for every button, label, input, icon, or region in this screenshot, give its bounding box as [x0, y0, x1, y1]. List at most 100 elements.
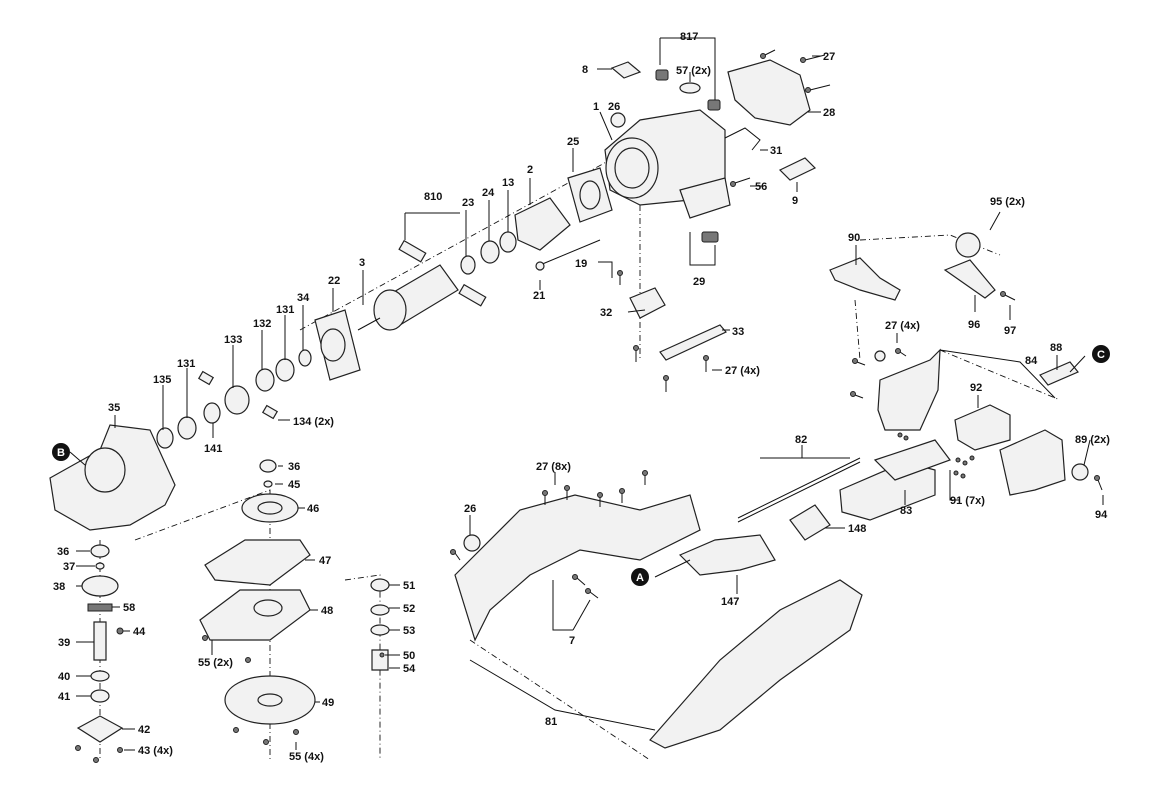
- label-48: 48: [321, 605, 333, 617]
- callout-a: A: [631, 568, 649, 586]
- label-135: 135: [153, 374, 171, 386]
- label-133: 133: [224, 334, 242, 346]
- label-27-lower: 27 (8x): [536, 461, 571, 473]
- label-2: 2: [527, 164, 533, 176]
- label-38: 38: [53, 581, 65, 593]
- part-spring-31: [724, 127, 761, 151]
- label-53: 53: [403, 625, 415, 637]
- label-90: 90: [848, 232, 860, 244]
- label-45: 45: [288, 479, 300, 491]
- part-cover-32: [629, 287, 666, 319]
- label-19: 19: [575, 258, 587, 270]
- part-clips-57: [655, 69, 721, 111]
- label-47: 47: [319, 555, 331, 567]
- leader-lines: [69, 37, 1104, 751]
- part-cover-28: [727, 59, 811, 126]
- label-26-lower: 26: [464, 503, 476, 515]
- label-34: 34: [297, 292, 310, 304]
- label-1: 1: [593, 101, 599, 113]
- label-41: 41: [58, 691, 70, 703]
- callout-a-text: A: [636, 572, 644, 584]
- label-58: 58: [123, 602, 135, 614]
- label-147: 147: [721, 596, 739, 608]
- part-housing-1: [604, 109, 726, 206]
- label-57: 57 (2x): [676, 65, 711, 77]
- label-82: 82: [795, 434, 807, 446]
- label-31: 31: [770, 145, 782, 157]
- label-131-lower: 131: [177, 358, 195, 370]
- part-bellow-148: [789, 504, 831, 541]
- label-25: 25: [567, 136, 579, 148]
- label-43: 43 (4x): [138, 745, 173, 757]
- label-35: 35: [108, 402, 120, 414]
- label-13: 13: [502, 177, 514, 189]
- label-56: 56: [755, 181, 767, 193]
- label-84: 84: [1025, 355, 1038, 367]
- label-26-top: 26: [608, 101, 620, 113]
- label-9: 9: [792, 195, 798, 207]
- part-plate-8: [610, 61, 642, 79]
- label-36-left: 36: [57, 546, 69, 558]
- label-52: 52: [403, 603, 415, 615]
- callout-c-text: C: [1097, 349, 1105, 361]
- part-switch-29: [679, 177, 731, 243]
- label-91: 91 (7x): [950, 495, 985, 507]
- part-brushes-810: [398, 239, 487, 307]
- label-23: 23: [462, 197, 474, 209]
- label-24: 24: [482, 187, 495, 199]
- part-battery-83: [839, 439, 951, 521]
- label-39: 39: [58, 637, 70, 649]
- label-96: 96: [968, 319, 980, 331]
- label-46: 46: [307, 503, 319, 515]
- part-pad-9: [778, 157, 817, 181]
- part-field-2: [514, 197, 571, 251]
- label-88: 88: [1050, 342, 1062, 354]
- part-baffle-25: [567, 167, 613, 223]
- label-32: 32: [600, 307, 612, 319]
- screws: [75, 49, 1103, 763]
- part-frame-81: [454, 494, 701, 642]
- part-base-48: [199, 589, 311, 641]
- label-49: 49: [322, 697, 334, 709]
- part-rod-82: [737, 457, 861, 523]
- label-22: 22: [328, 275, 340, 287]
- part-bearings-131-132-133: [156, 349, 312, 449]
- callout-c: C: [1092, 345, 1110, 363]
- part-gearhousing-35: [49, 424, 176, 531]
- label-51: 51: [403, 580, 415, 592]
- part-handle: [649, 579, 863, 749]
- part-shell-89-side: [999, 429, 1089, 496]
- label-141: 141: [204, 443, 222, 455]
- label-27-mid: 27 (4x): [725, 365, 760, 377]
- label-95: 95 (2x): [990, 196, 1025, 208]
- label-33: 33: [732, 326, 744, 338]
- label-29: 29: [693, 276, 705, 288]
- callout-b: B: [52, 443, 70, 461]
- label-83: 83: [900, 505, 912, 517]
- part-clip-88: [1039, 361, 1079, 386]
- label-89: 89 (2x): [1075, 434, 1110, 446]
- label-8: 8: [582, 64, 588, 76]
- part-spindle-36-42: [76, 544, 124, 743]
- label-55-2x: 55 (2x): [198, 657, 233, 669]
- label-54: 54: [403, 663, 416, 675]
- label-42: 42: [138, 724, 150, 736]
- part-disc-49: [224, 675, 316, 725]
- part-endshield-22: [314, 309, 361, 381]
- part-gasket-47: [204, 539, 311, 586]
- label-817: 817: [680, 31, 698, 43]
- label-810: 810: [424, 191, 442, 203]
- label-27-top: 27: [823, 51, 835, 63]
- label-3: 3: [359, 257, 365, 269]
- part-lever-90: [829, 257, 901, 301]
- part-gear-26a: [610, 112, 626, 128]
- part-gasket-33: [659, 324, 727, 361]
- label-21: 21: [533, 290, 545, 302]
- label-94: 94: [1095, 509, 1108, 521]
- label-131-upper: 131: [276, 304, 294, 316]
- part-pulleys-36-46: [241, 459, 299, 523]
- label-97: 97: [1004, 325, 1016, 337]
- label-81: 81: [545, 716, 557, 728]
